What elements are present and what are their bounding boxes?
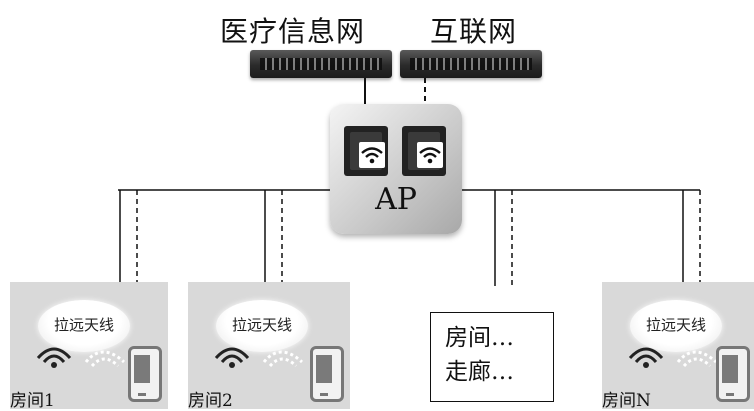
medical-network-label: 医疗信息网 [220, 15, 366, 48]
medical-switch-icon [250, 50, 392, 78]
antenna-label: 拉远天线 [645, 316, 706, 334]
wifi-radio-icon [402, 126, 446, 176]
antenna-bubble: 拉远天线 [38, 300, 130, 352]
antenna-bubble: 拉远天线 [630, 300, 722, 352]
wifi-signal-icon [628, 347, 718, 368]
corridor-box: 房间… 走廊… [430, 312, 554, 402]
corridor-hall-text: 走廊… [445, 359, 514, 385]
antenna-label: 拉远天线 [231, 316, 292, 334]
antenna-label: 拉远天线 [53, 316, 114, 334]
room-name: 房间1 [10, 391, 55, 411]
wifi-signal-icon [214, 347, 304, 368]
ap-label: AP [375, 182, 417, 217]
room-name: 房间N [602, 391, 651, 411]
corridor-room-text: 房间… [445, 325, 514, 351]
smartphone-icon [310, 346, 344, 402]
antenna-bubble: 拉远天线 [216, 300, 308, 352]
wifi-signal-icon [36, 347, 126, 368]
wifi-radio-icon [344, 126, 388, 176]
smartphone-icon [128, 346, 162, 402]
internet-label: 互联网 [430, 15, 518, 48]
room-n: 拉远天线 房间N [602, 282, 754, 411]
room-name: 房间2 [188, 391, 233, 411]
access-point: AP [330, 104, 462, 234]
room-1: 拉远天线 房间1 [10, 282, 168, 411]
smartphone-icon [716, 346, 750, 402]
room-2: 拉远天线 房间2 [188, 282, 350, 411]
internet-switch-icon [400, 50, 542, 78]
